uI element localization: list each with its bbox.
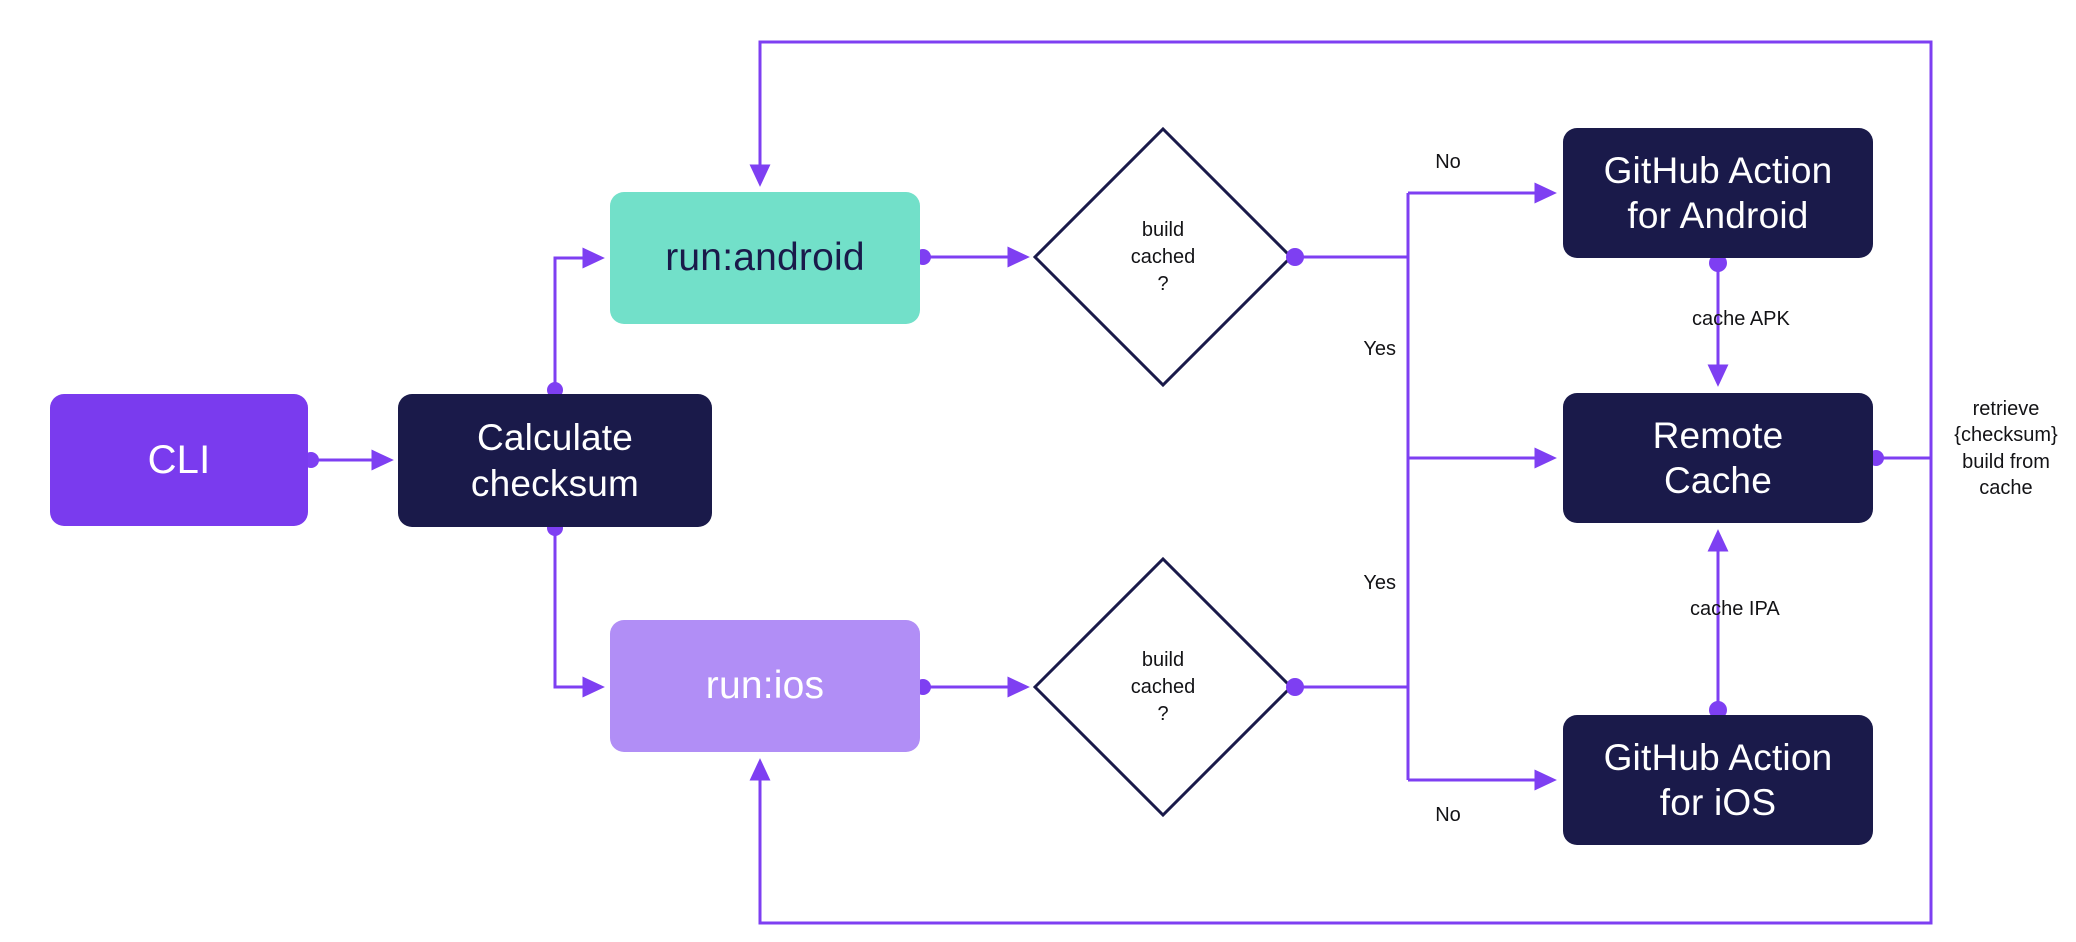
edge-loop-cache-to-run-android	[749, 40, 1933, 458]
connector-dot	[1709, 701, 1727, 719]
connector-dot	[1286, 678, 1304, 696]
connector-dot	[1709, 254, 1727, 272]
node-remote-cache: Remote Cache	[1563, 393, 1873, 523]
node-github-action-android: GitHub Action for Android	[1563, 128, 1873, 258]
node-run-android: run:android	[610, 192, 920, 324]
edge-label-cache-apk: cache APK	[1692, 308, 1790, 330]
edge-checksum-to-run-ios	[553, 529, 605, 698]
edge-label-yes-android: Yes	[1363, 338, 1396, 360]
decision-android-label: build cached ?	[1130, 218, 1196, 295]
edge-label-yes-ios: Yes	[1363, 572, 1396, 594]
node-run-ios: run:ios	[610, 620, 920, 752]
edge-label-cache-ipa: cache IPA	[1690, 598, 1780, 620]
node-cli: CLI	[50, 394, 308, 526]
edge-loop-cache-to-run-ios	[749, 458, 1933, 925]
node-github-action-ios: GitHub Action for iOS	[1563, 715, 1873, 845]
edge-label-no-ios: No	[1435, 804, 1461, 826]
edge-label-no-android: No	[1435, 151, 1461, 173]
connector-dot	[1286, 248, 1304, 266]
edge-label-retrieve-from-cache: retrieve {checksum} build from cache	[1954, 398, 2058, 500]
edge-checksum-to-run-android	[553, 247, 605, 390]
decision-ios-label: build cached ?	[1130, 648, 1196, 725]
node-calculate-checksum: Calculate checksum	[398, 394, 712, 527]
